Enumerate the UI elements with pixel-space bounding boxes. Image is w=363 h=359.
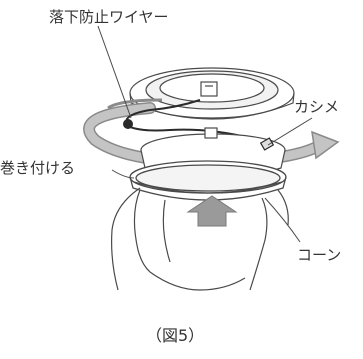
push-up-arrow <box>186 195 238 227</box>
cone-ring <box>129 160 287 201</box>
drop-wire-label: 落下防止ワイヤー <box>49 8 169 26</box>
kashime-crimp <box>259 137 275 151</box>
fixture-ring <box>129 67 295 120</box>
wrap-label: 巻き付ける <box>0 159 76 177</box>
figure-caption: （図5） <box>146 326 205 345</box>
cone-label: コーン <box>297 246 342 264</box>
hand <box>111 187 289 291</box>
kashime-label: カシメ <box>294 98 340 116</box>
leader-lines <box>97 25 313 243</box>
